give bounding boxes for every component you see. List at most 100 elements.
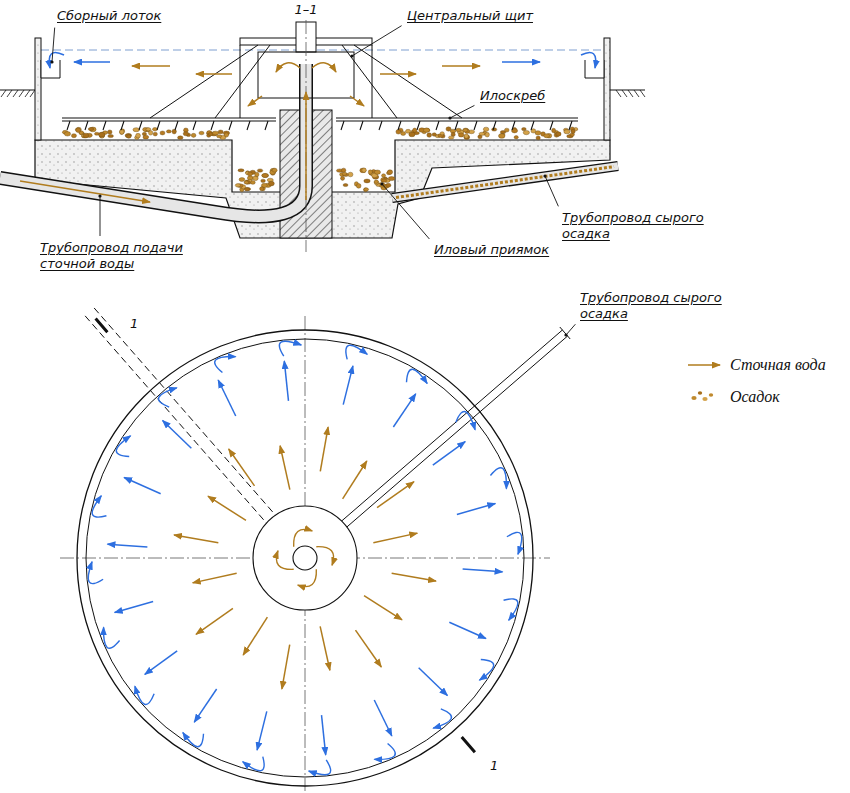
clear-water-arrow (463, 569, 503, 572)
leader-dot (380, 182, 383, 185)
legend-text: Сточная вода (728, 355, 828, 374)
scraper-blade (398, 121, 401, 130)
sediment-particle (342, 172, 347, 175)
sediment-particle (485, 132, 489, 137)
overflow-arrow (374, 743, 395, 759)
overflow-arrow (116, 436, 130, 457)
sediment-particle (172, 129, 176, 134)
legend-sediment (709, 393, 713, 397)
leader-dot (543, 174, 546, 177)
sediment-particle (388, 177, 394, 181)
sediment-particle (199, 131, 204, 134)
sediment-particle (166, 130, 171, 133)
sediment-particle (239, 178, 245, 182)
clear-water-arrow (115, 602, 153, 613)
legend-sediment (691, 396, 696, 400)
overflow-arrow (407, 369, 428, 383)
legend-arrow (688, 364, 720, 366)
flow-arrow (196, 608, 233, 634)
overflow-arrow (158, 388, 176, 407)
sediment-particle (213, 131, 219, 135)
clear-water-arrow (145, 651, 177, 675)
sediment-particle (82, 134, 88, 137)
tank-wall (35, 38, 41, 140)
clear-water-arrow (124, 477, 161, 493)
sediment-particle (456, 128, 462, 131)
flow-arrow (196, 73, 232, 75)
overflow-arrow (135, 686, 154, 704)
scraper-blade (121, 121, 124, 130)
sediment-particle (244, 188, 249, 191)
clear-water-arrow (163, 420, 192, 448)
flow-arrow (377, 482, 414, 508)
sediment-particle (76, 128, 81, 133)
sediment-particle (272, 168, 277, 172)
leader-dot (350, 54, 353, 57)
tank-outer-wall (77, 330, 533, 786)
sediment-particle (183, 132, 188, 136)
overflow-arrow (183, 732, 204, 746)
clear-water-arrow (449, 622, 486, 638)
sediment-particle (251, 181, 256, 185)
sediment-particle (374, 180, 378, 183)
flow-arrow (248, 96, 262, 106)
sediment-particle (448, 136, 454, 139)
section-mark-number: 1 (488, 758, 500, 774)
scraper-blade (229, 121, 232, 130)
sediment-particle (364, 188, 369, 191)
section-view (0, 20, 645, 252)
flow-arrow (208, 496, 246, 520)
sediment-particle (464, 135, 470, 140)
flow-arrow (229, 449, 255, 486)
sediment-particle (127, 135, 131, 139)
sediment-particle (409, 132, 415, 137)
sediment-particle (427, 133, 432, 137)
legend-text: Осадок (728, 387, 782, 406)
leader-line (545, 176, 558, 206)
scraper-blade (247, 121, 250, 130)
sediment-particle (224, 133, 228, 137)
leader-line (382, 184, 429, 239)
scraper-blade (436, 121, 439, 130)
inflow-arrow (298, 569, 317, 586)
sediment-particle (479, 132, 485, 135)
legend-sediment (702, 397, 707, 401)
leader-dot (564, 333, 567, 336)
sediment-particle (458, 133, 463, 137)
clear-water-arrow (457, 503, 495, 514)
scraper-blade (67, 121, 70, 130)
leader-dot (448, 116, 451, 119)
section-flow-arrows (20, 52, 596, 202)
sediment-particle (536, 136, 540, 140)
flow-arrow (276, 63, 300, 72)
scraper-blade (512, 121, 515, 130)
inflow-arrow (276, 551, 293, 570)
water-level (41, 50, 604, 51)
sediment-particle (571, 129, 575, 133)
sediment-particle (498, 134, 505, 139)
section-mark (96, 319, 475, 753)
sludge-pipe-plan (312, 327, 571, 553)
feed-pipe-hidden (84, 306, 302, 553)
overflow-arrow (346, 345, 367, 359)
leader-line (566, 324, 575, 335)
sediment-particle (356, 184, 361, 189)
sediment-particle (217, 135, 222, 138)
scraper-blade (569, 121, 572, 130)
sediment-particle (136, 133, 141, 138)
flow-arrow (320, 427, 328, 471)
clear-water-arrow (107, 544, 147, 547)
scraper-blade (360, 121, 363, 130)
sediment-particle (257, 169, 263, 172)
flow-arrow (243, 617, 267, 655)
part-label: Иловый приямок (432, 242, 551, 258)
scraper-blade (341, 121, 344, 130)
sediment-particle (440, 132, 444, 135)
overflow-arrow (104, 627, 120, 648)
clear-water-arrow (393, 394, 415, 427)
overflow-arrow (243, 757, 264, 771)
sediment-particle (387, 170, 392, 175)
clear-water-arrow (74, 61, 110, 63)
